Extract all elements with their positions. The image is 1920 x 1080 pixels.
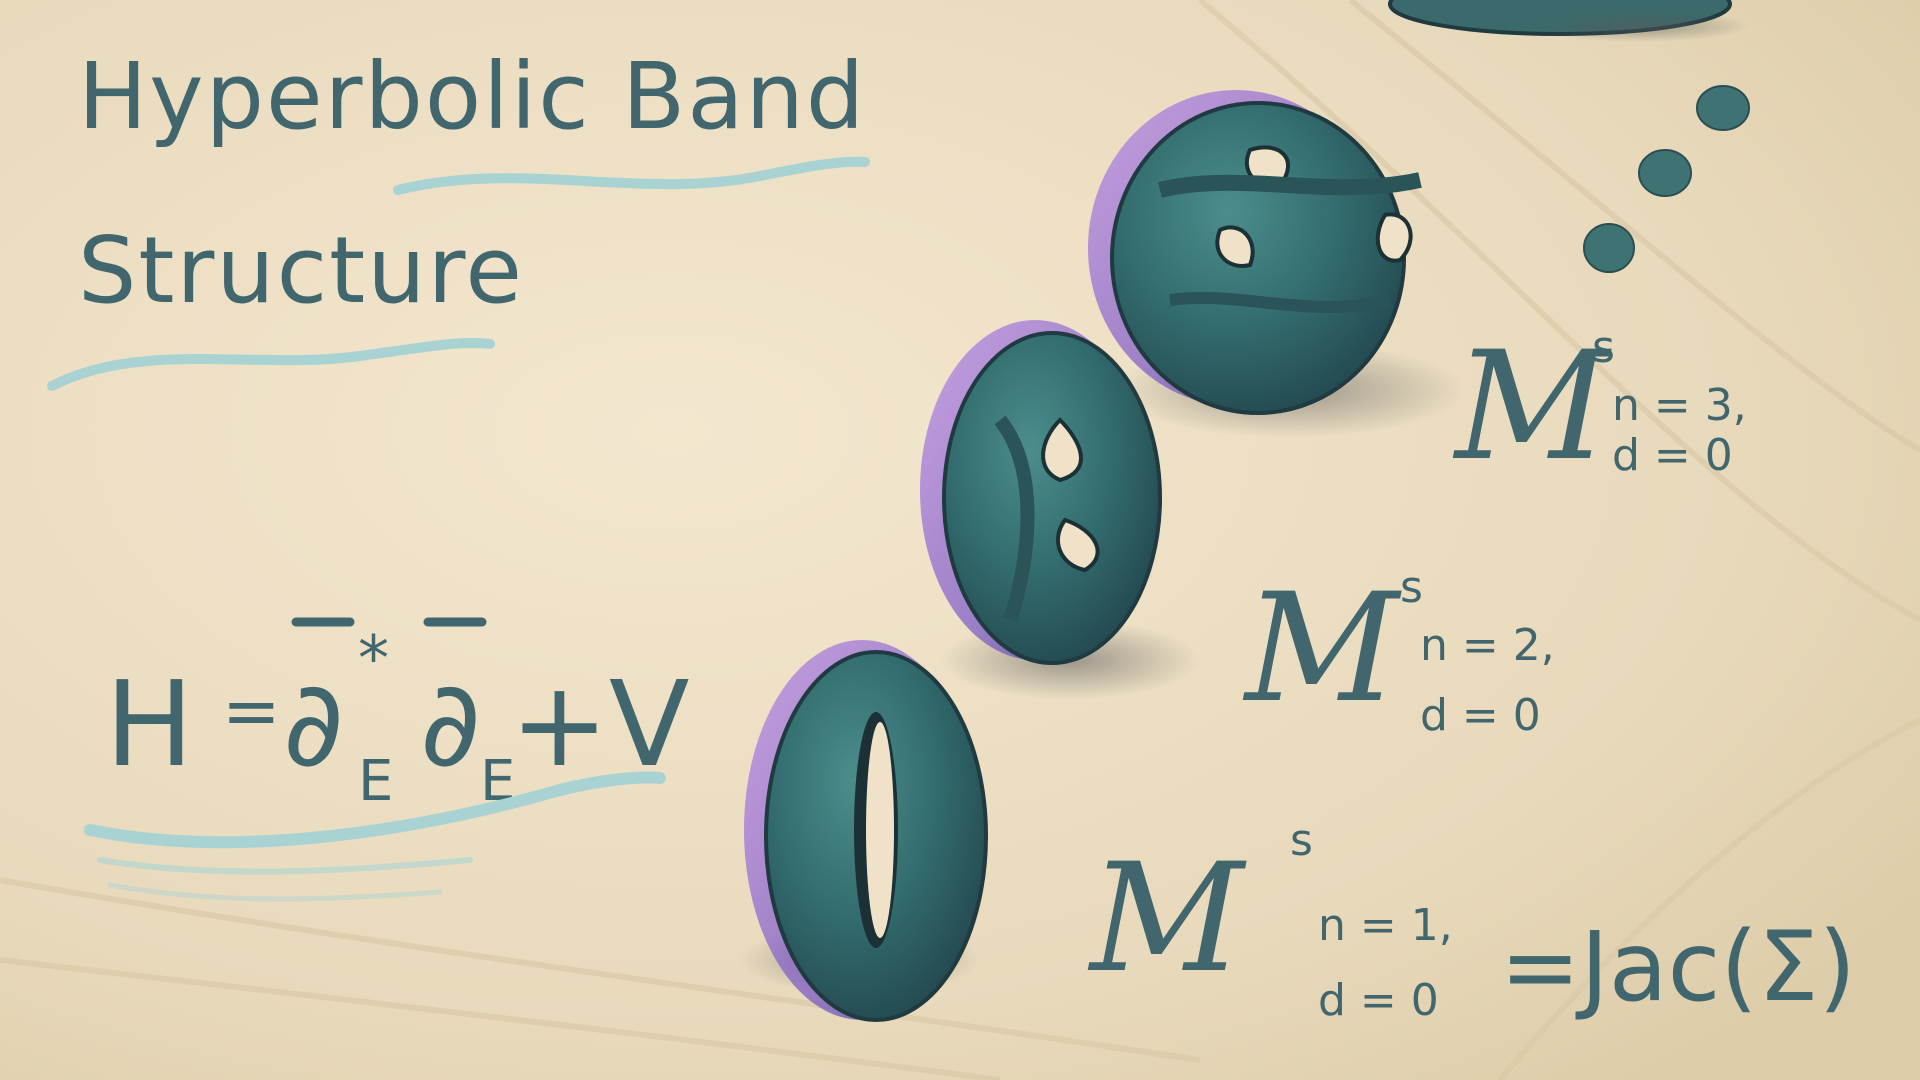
eq-plus-V: +V: [510, 655, 690, 793]
moduli-superscript: s: [1592, 322, 1615, 373]
moduli-superscript: s: [1400, 562, 1423, 613]
ellipsis-dots-icon: [1583, 85, 1750, 273]
eq-partial-2: ∂: [420, 655, 481, 793]
surface-genus-3: [1088, 90, 1465, 438]
title-underline-wave-1: [393, 156, 870, 195]
eq-equals: =: [222, 670, 281, 752]
surface-genus-4-partial: [1388, 0, 1750, 42]
eq-star: *: [358, 622, 389, 695]
surface-genus-2: [920, 320, 1200, 700]
eq-partial-1: ∂: [283, 655, 344, 793]
moduli-n: n = 1,: [1318, 900, 1453, 951]
moduli-label-n3: M s n = 3, d = 0: [1452, 320, 1747, 494]
moduli-symbol: M: [1087, 832, 1247, 1006]
title-line-1: Hyperbolic Band: [78, 43, 866, 150]
equation-underline-waves: [84, 771, 666, 902]
hamiltonian-equation: H = ∂ * E ∂ E +V: [105, 617, 690, 814]
moduli-n: n = 3,: [1612, 380, 1747, 431]
moduli-d: d = 0: [1612, 430, 1733, 481]
moduli-label-n2: M s n = 2, d = 0: [1242, 562, 1555, 741]
title-line-2: Structure: [78, 217, 524, 324]
moduli-d: d = 0: [1318, 975, 1439, 1026]
title-underline-wave-2: [47, 337, 495, 391]
eq-sub-E-1: E: [358, 749, 393, 814]
eq-H: H: [105, 655, 194, 793]
moduli-superscript: s: [1290, 815, 1313, 866]
moduli-symbol: M: [1452, 320, 1612, 494]
moduli-symbol: M: [1242, 562, 1402, 736]
torus-genus-1: [740, 640, 988, 1022]
moduli-label-n1: M s n = 1, d = 0 =Jac(Σ): [1087, 815, 1856, 1026]
moduli-d: d = 0: [1420, 690, 1541, 741]
moduli-n: n = 2,: [1420, 620, 1555, 671]
moduli-rhs-jacobian: =Jac(Σ): [1500, 911, 1856, 1023]
